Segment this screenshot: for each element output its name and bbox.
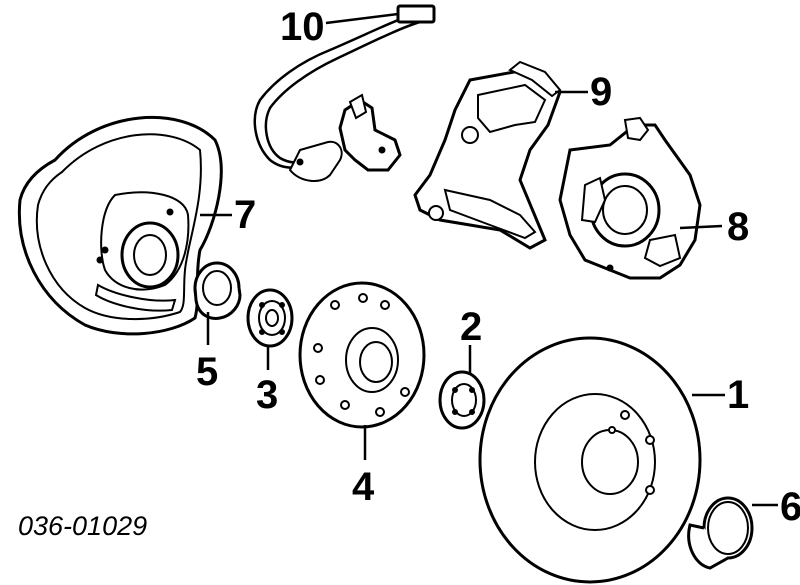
callout-7: 7 [234, 193, 256, 237]
diagram-part-number: 036-01029 [18, 511, 147, 541]
part-sensor-bracket [338, 93, 402, 172]
callout-10: 10 [280, 5, 325, 49]
part-caliper-bracket [413, 60, 562, 250]
part-seal [193, 261, 242, 320]
part-inner-bearing [246, 288, 294, 348]
callout-2: 2 [460, 305, 482, 349]
part-outer-bearing [438, 370, 486, 430]
part-hub-cap [687, 496, 754, 570]
callout-6: 6 [780, 485, 800, 529]
callout-3: 3 [256, 373, 278, 417]
part-hub [298, 281, 426, 429]
callout-8: 8 [727, 205, 749, 249]
part-sensor-wire [253, 4, 436, 182]
callout-4: 4 [352, 465, 375, 509]
callout-5: 5 [196, 350, 218, 394]
callout-1: 1 [727, 373, 749, 417]
part-caliper [558, 116, 702, 280]
leader-lines [200, 12, 778, 507]
part-dust-shield [17, 116, 223, 336]
callout-9: 9 [590, 70, 612, 114]
part-brake-rotor [478, 336, 702, 584]
callouts: 10 9 7 8 5 3 2 1 4 6 [196, 5, 800, 529]
